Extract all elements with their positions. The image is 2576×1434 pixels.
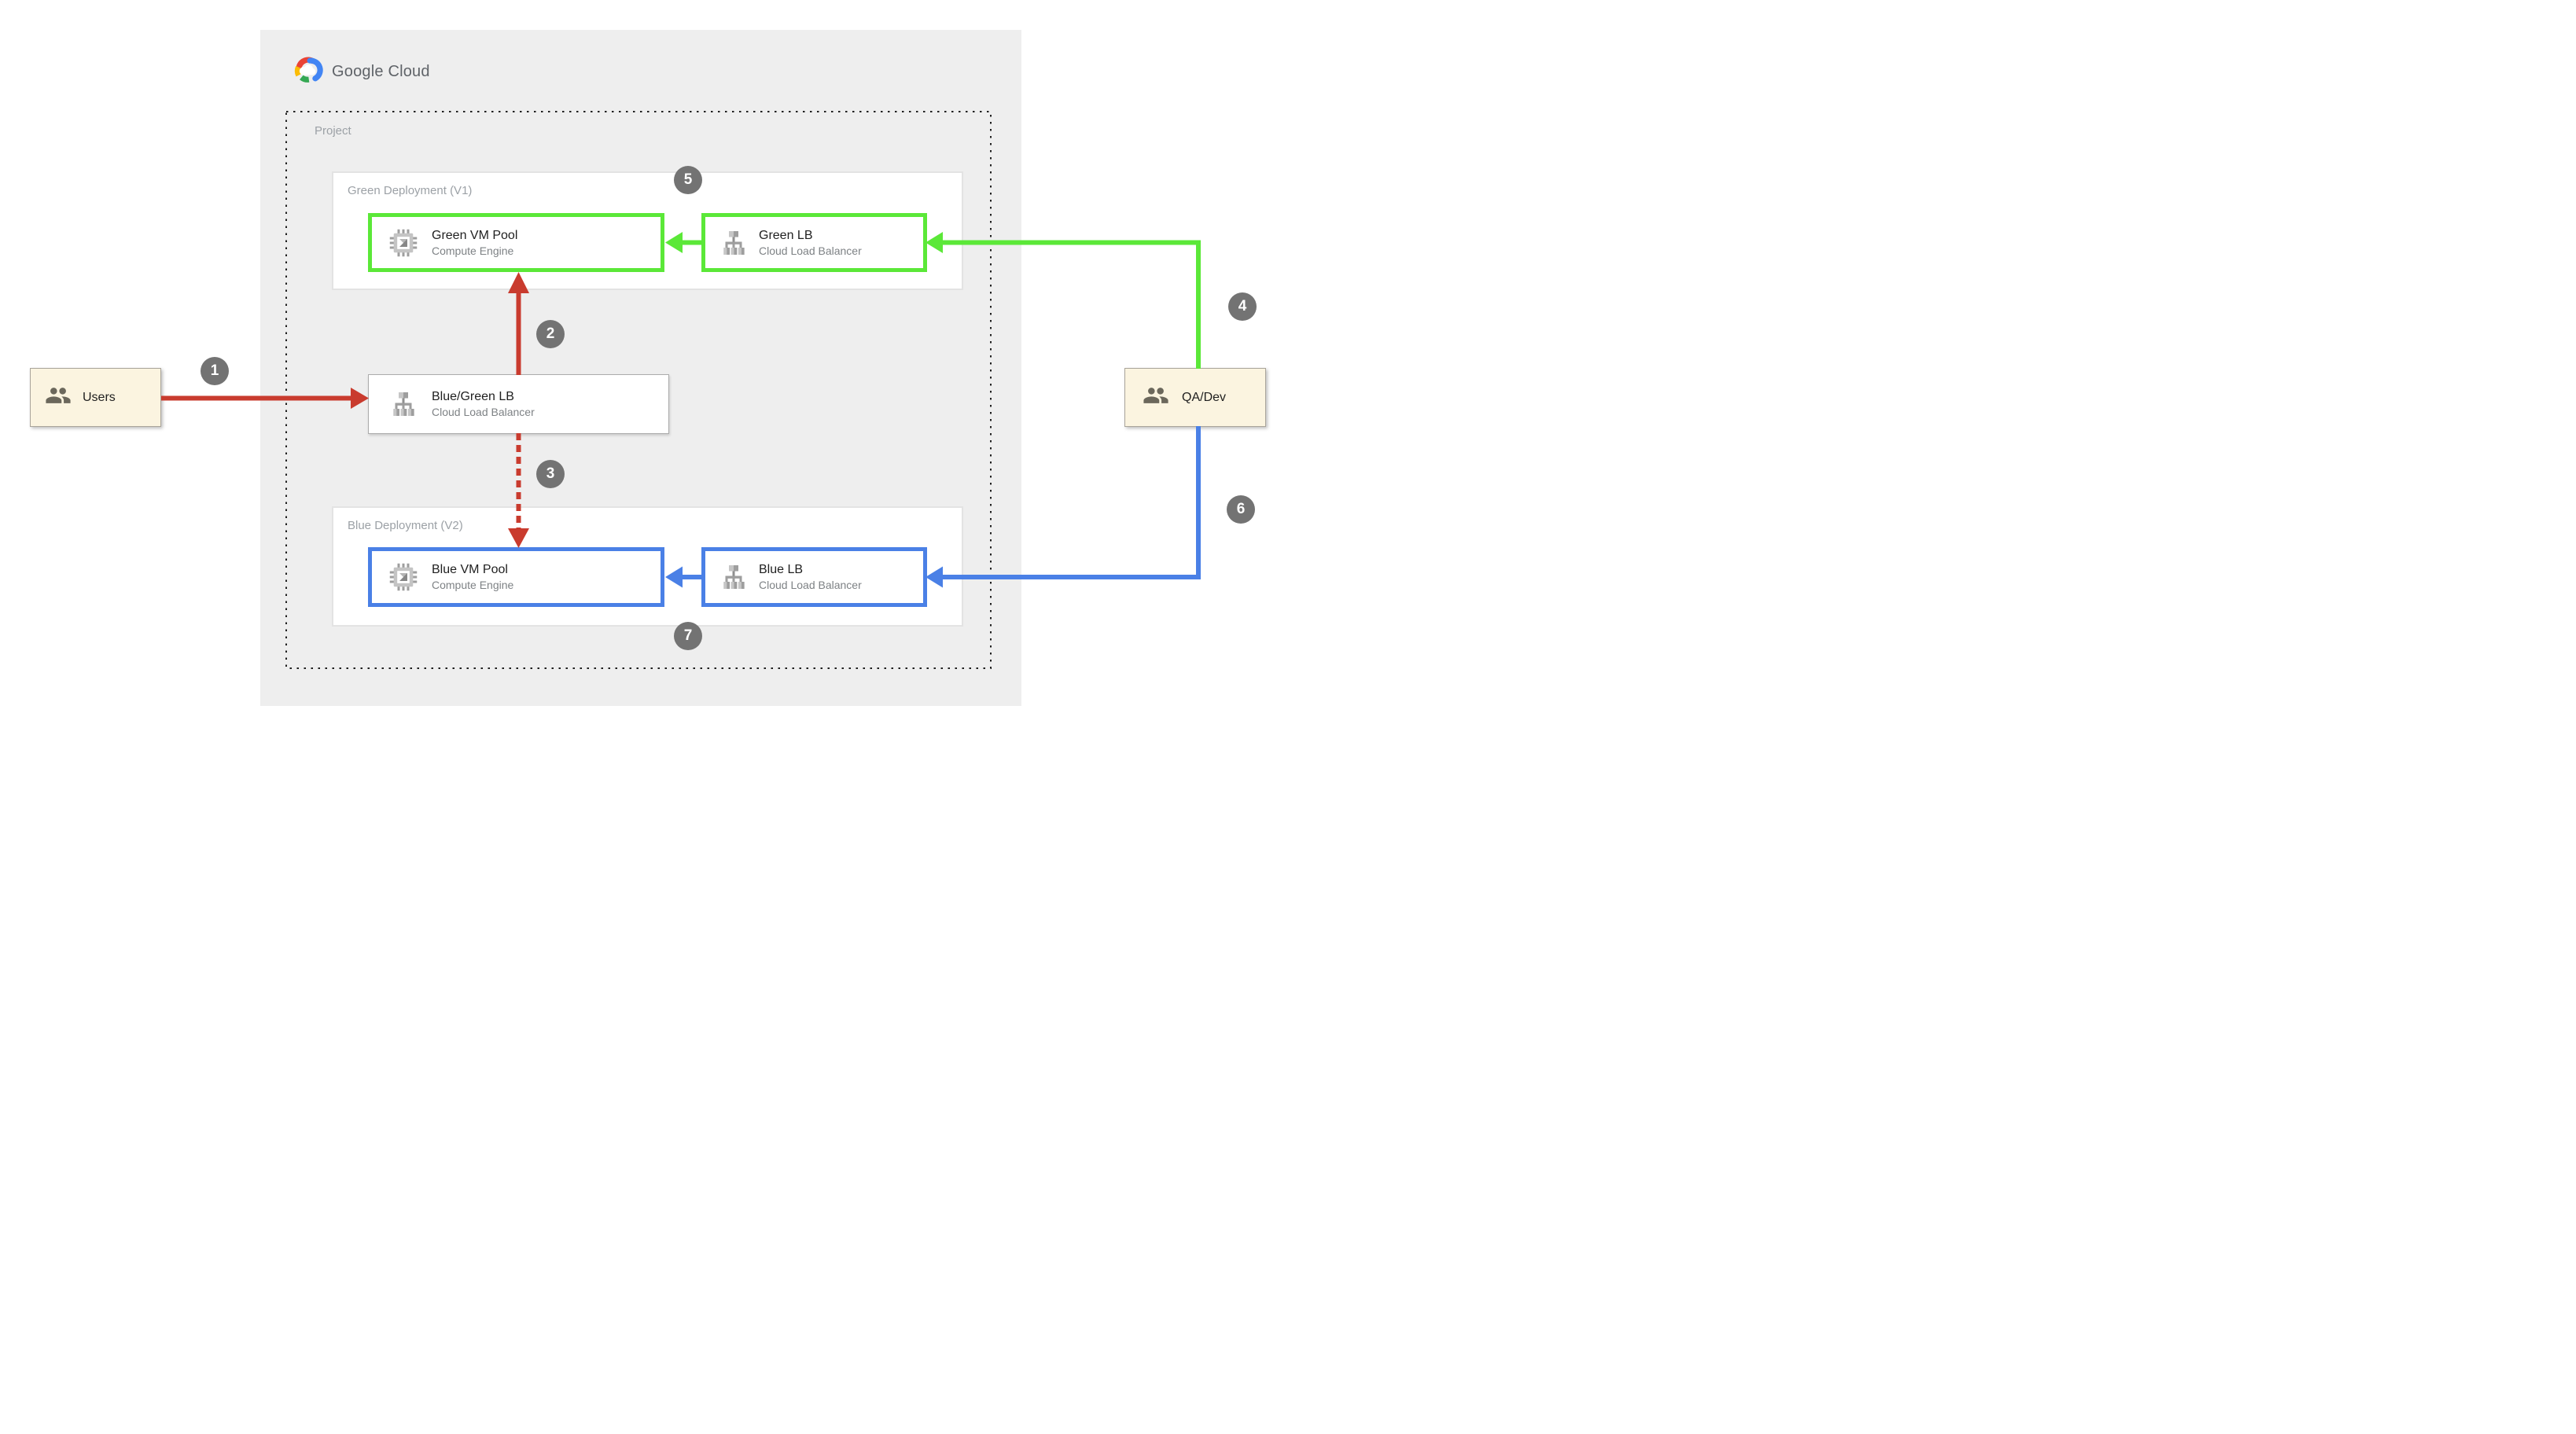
qa-dev-actor: QA/Dev <box>1124 368 1266 427</box>
qa-dev-users-icon <box>1143 382 1169 413</box>
green-deployment-label: Green Deployment (V1) <box>348 184 473 197</box>
project-label: Project <box>315 124 351 138</box>
step-badge-3: 3 <box>536 460 565 488</box>
green-vm-pool-title: Green VM Pool <box>432 228 518 242</box>
users-icon <box>45 382 72 413</box>
diagram-canvas: Google Cloud Project Green Deployment (V… <box>0 0 1288 717</box>
load-balancer-icon <box>389 390 418 418</box>
step-badge-4: 4 <box>1228 292 1257 321</box>
users-actor: Users <box>30 368 161 427</box>
blue-green-lb-title: Blue/Green LB <box>432 390 514 403</box>
green-vm-pool-node: Green VM Pool Compute Engine <box>368 213 664 272</box>
green-lb-title: Green LB <box>759 228 813 242</box>
qa-dev-label: QA/Dev <box>1182 390 1227 404</box>
blue-lb-title: Blue LB <box>759 563 804 576</box>
green-lb-node: Green LB Cloud Load Balancer <box>701 213 927 272</box>
blue-green-lb-node: Blue/Green LB Cloud Load Balancer <box>368 374 669 434</box>
blue-vm-pool-node: Blue VM Pool Compute Engine <box>368 547 664 607</box>
green-lb-subtitle: Cloud Load Balancer <box>759 244 862 257</box>
blue-green-lb-subtitle: Cloud Load Balancer <box>432 406 535 418</box>
green-vm-pool-subtitle: Compute Engine <box>432 244 514 257</box>
blue-vm-pool-subtitle: Compute Engine <box>432 579 514 591</box>
compute-engine-icon <box>389 563 418 591</box>
load-balancer-icon <box>719 229 748 257</box>
load-balancer-icon <box>719 563 748 591</box>
step-badge-5: 5 <box>674 166 702 194</box>
blue-vm-pool-title: Blue VM Pool <box>432 563 508 576</box>
blue-deployment-label: Blue Deployment (V2) <box>348 519 463 532</box>
blue-lb-subtitle: Cloud Load Balancer <box>759 579 862 591</box>
brand-text: Google Cloud <box>332 62 430 80</box>
users-label: Users <box>83 390 116 404</box>
google-cloud-brand: Google Cloud <box>290 57 430 86</box>
compute-engine-icon <box>389 229 418 257</box>
google-cloud-logo-icon <box>290 56 325 88</box>
step-badge-2: 2 <box>536 320 565 348</box>
step-badge-6: 6 <box>1227 495 1255 524</box>
blue-lb-node: Blue LB Cloud Load Balancer <box>701 547 927 607</box>
step-badge-7: 7 <box>674 622 702 650</box>
step-badge-1: 1 <box>201 357 229 385</box>
